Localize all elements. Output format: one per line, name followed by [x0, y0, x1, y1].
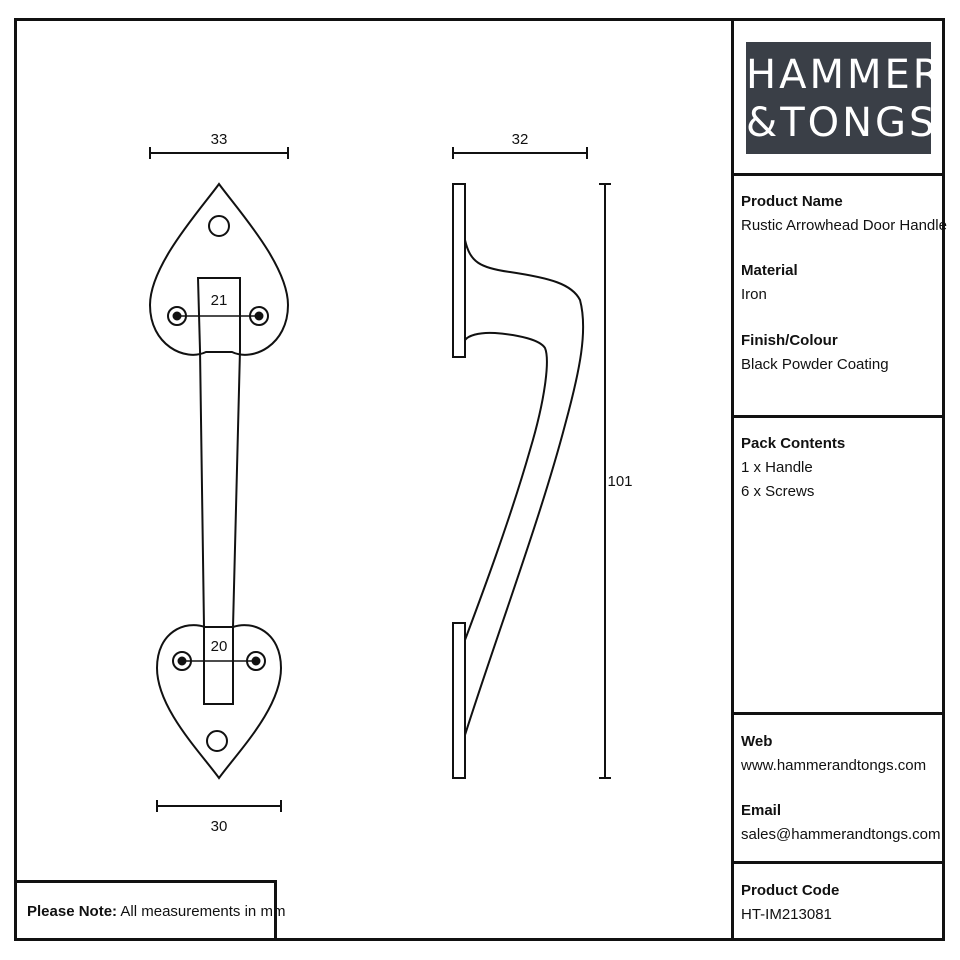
email-label: Email: [741, 802, 782, 819]
web-label: Web: [741, 733, 773, 750]
dim-side-height: 101: [607, 473, 632, 490]
pack-item: 6 x Screws: [741, 483, 815, 500]
product-code-value: HT-IM213081: [741, 906, 832, 923]
dim-front-bottom-holes: 20: [211, 638, 228, 655]
bottom-plate-outline: [155, 624, 283, 780]
finish-label: Finish/Colour: [741, 332, 838, 349]
note-label: Please Note:: [27, 903, 118, 920]
material-value: Iron: [741, 286, 767, 303]
dim-front-bottom-width: 30: [211, 818, 228, 835]
brand-logo: HAMMER &TONGS: [746, 42, 944, 154]
note-text: All measurements in mm: [120, 903, 286, 920]
side-top-plate: [452, 183, 466, 358]
side-handle-profile: [464, 239, 585, 736]
logo-ampersand: &: [746, 100, 781, 146]
logo-tongs: TONGS: [780, 100, 938, 146]
pack-contents-panel: [731, 415, 945, 715]
bottom-plate-hole-bottom: [206, 730, 228, 752]
finish-value: Black Powder Coating: [741, 356, 889, 373]
measurement-note-box: Please Note: All measurements in mm: [14, 880, 285, 941]
handle-bar-outline: [196, 277, 241, 705]
pack-item: 1 x Handle: [741, 459, 813, 476]
side-bottom-plate: [452, 622, 466, 779]
logo-line-1: HAMMER: [746, 52, 944, 98]
product-info-panel: [731, 173, 945, 418]
email-link[interactable]: sales@hammerandtongs.com: [741, 826, 941, 843]
measurement-note: Please Note: All measurements in mm: [27, 903, 285, 920]
pack-contents-label: Pack Contents: [741, 435, 846, 452]
web-link[interactable]: www.hammerandtongs.com: [741, 757, 927, 774]
contact-panel: [731, 712, 945, 864]
top-plate-hole-top: [208, 215, 230, 237]
top-plate-outline: [148, 182, 290, 356]
product-name-value: Rustic Arrowhead Door Handle: [741, 217, 947, 234]
dim-front-top-width: 33: [211, 131, 228, 148]
logo-panel: [731, 18, 945, 176]
logo-line-2: &TONGS: [746, 100, 934, 146]
product-code-panel: [731, 861, 945, 941]
product-code-label: Product Code: [741, 882, 840, 899]
material-label: Material: [741, 262, 798, 279]
dim-front-top-holes: 21: [211, 292, 228, 309]
dim-side-projection: 32: [512, 131, 529, 148]
product-name-label: Product Name: [741, 193, 843, 210]
drawing-sheet-border: [14, 18, 945, 941]
